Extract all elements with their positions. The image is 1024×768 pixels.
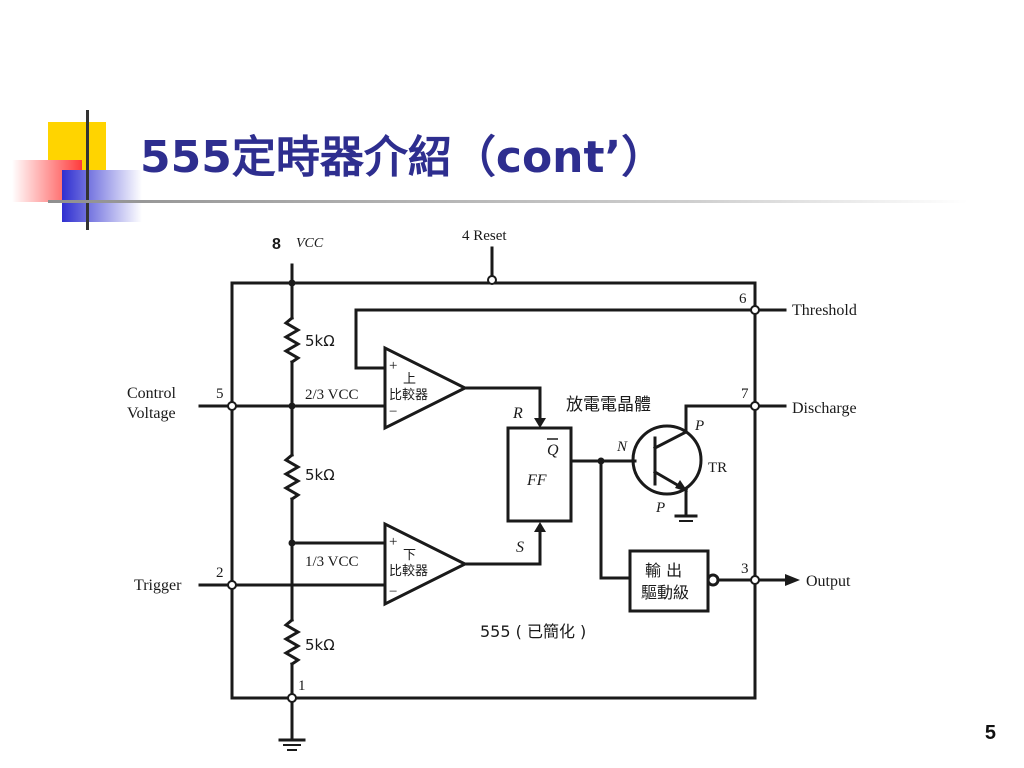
title-prefix: 555 [140, 132, 232, 183]
title-cjk: 定時器介紹（ [231, 132, 496, 183]
transistor-p-top-label: P [694, 418, 704, 434]
title-suffix: cont’ [495, 132, 622, 183]
control-label-1: Control [127, 385, 176, 402]
deco-vertical-line [86, 110, 89, 230]
transistor-collector [652, 429, 689, 451]
driver-input-wire [599, 459, 632, 580]
transistor-tr-label: TR [708, 460, 727, 476]
threshold-label: Threshold [792, 302, 857, 319]
junction-dot [288, 539, 296, 547]
title-decoration [12, 110, 968, 230]
ff-s-label: S [516, 539, 524, 556]
lower-comp-mark: 下 [403, 548, 416, 563]
pin-terminal [487, 275, 497, 285]
pin8-label: 8 [272, 236, 281, 253]
resistor-top [283, 315, 301, 365]
transistor-title: 放電電晶體 [566, 395, 651, 415]
transistor-body [631, 424, 703, 496]
upper-comp-minus: − [389, 404, 397, 420]
junction-dot [597, 457, 605, 465]
two-thirds-label: 2/3 VCC [305, 387, 359, 403]
lower-comp-name: 比較器 [389, 564, 428, 579]
ff-qbar-label: Q [547, 442, 559, 459]
discharge-label: Discharge [792, 400, 857, 417]
pin3-label: 3 [741, 561, 749, 577]
lower-comp-output-wire [463, 530, 542, 566]
upper-comparator [383, 345, 469, 431]
upper-comp-plus: + [389, 358, 397, 374]
pin1-label: 1 [298, 678, 306, 694]
pin7-label: 7 [741, 386, 749, 402]
ff-r-label: R [512, 405, 523, 422]
resistor-mid [283, 452, 301, 502]
slide-number: 5 [984, 722, 996, 744]
driver-label-1: 輸 出 [645, 561, 682, 580]
collector-wire [684, 404, 757, 434]
pin-terminal [227, 401, 237, 411]
pin-terminal [287, 693, 297, 703]
output-driver [628, 549, 710, 613]
upper-comp-mark: 上 [403, 372, 416, 387]
resistor-bot [283, 617, 301, 667]
pin2-label: 2 [216, 565, 224, 581]
s-input-arrow [534, 522, 546, 532]
resistor-mid-label: 5kΩ [305, 466, 335, 484]
slide-title: 555定時器介紹（cont’） [140, 128, 665, 188]
junction-dot [288, 402, 296, 410]
trigger-label: Trigger [134, 577, 182, 594]
resistor-bot-label: 5kΩ [305, 636, 335, 654]
vcc-top-label: VCC [296, 236, 324, 251]
lower-comp-plus: + [389, 534, 397, 550]
junction-dot [288, 279, 296, 287]
deco-blue-bar [62, 170, 142, 222]
flip-flop [506, 426, 573, 523]
pin5-label: 5 [216, 386, 224, 402]
driver-label-2: 驅動級 [641, 583, 689, 602]
upper-comp-output-wire [463, 386, 542, 422]
pin6-label: 6 [739, 291, 747, 307]
ff-label: FF [526, 472, 547, 489]
lower-comp-minus: − [389, 584, 397, 600]
resistor-top-label: 5kΩ [305, 332, 335, 350]
upper-comp-name: 比較器 [389, 388, 428, 403]
pin-terminal [750, 575, 760, 585]
pin-terminal [750, 305, 760, 315]
threshold-wire [354, 308, 757, 370]
transistor-p-bot-label: P [655, 500, 665, 516]
transistor-n-label: N [616, 439, 628, 455]
lower-comparator [383, 521, 469, 607]
title-close: ） [621, 132, 666, 183]
pin-terminal [227, 580, 237, 590]
emitter-arrow [675, 480, 688, 492]
r-input-arrow [534, 418, 546, 428]
chip-caption: 555 ( 已簡化 ) [480, 622, 586, 641]
pin-terminal [750, 401, 760, 411]
output-arrow [785, 574, 800, 586]
deco-horizontal-line [48, 200, 968, 203]
output-label: Output [806, 573, 851, 590]
one-third-label: 1/3 VCC [305, 554, 359, 570]
reset-label: 4 Reset [462, 228, 507, 244]
control-label-2: Voltage [127, 405, 176, 422]
